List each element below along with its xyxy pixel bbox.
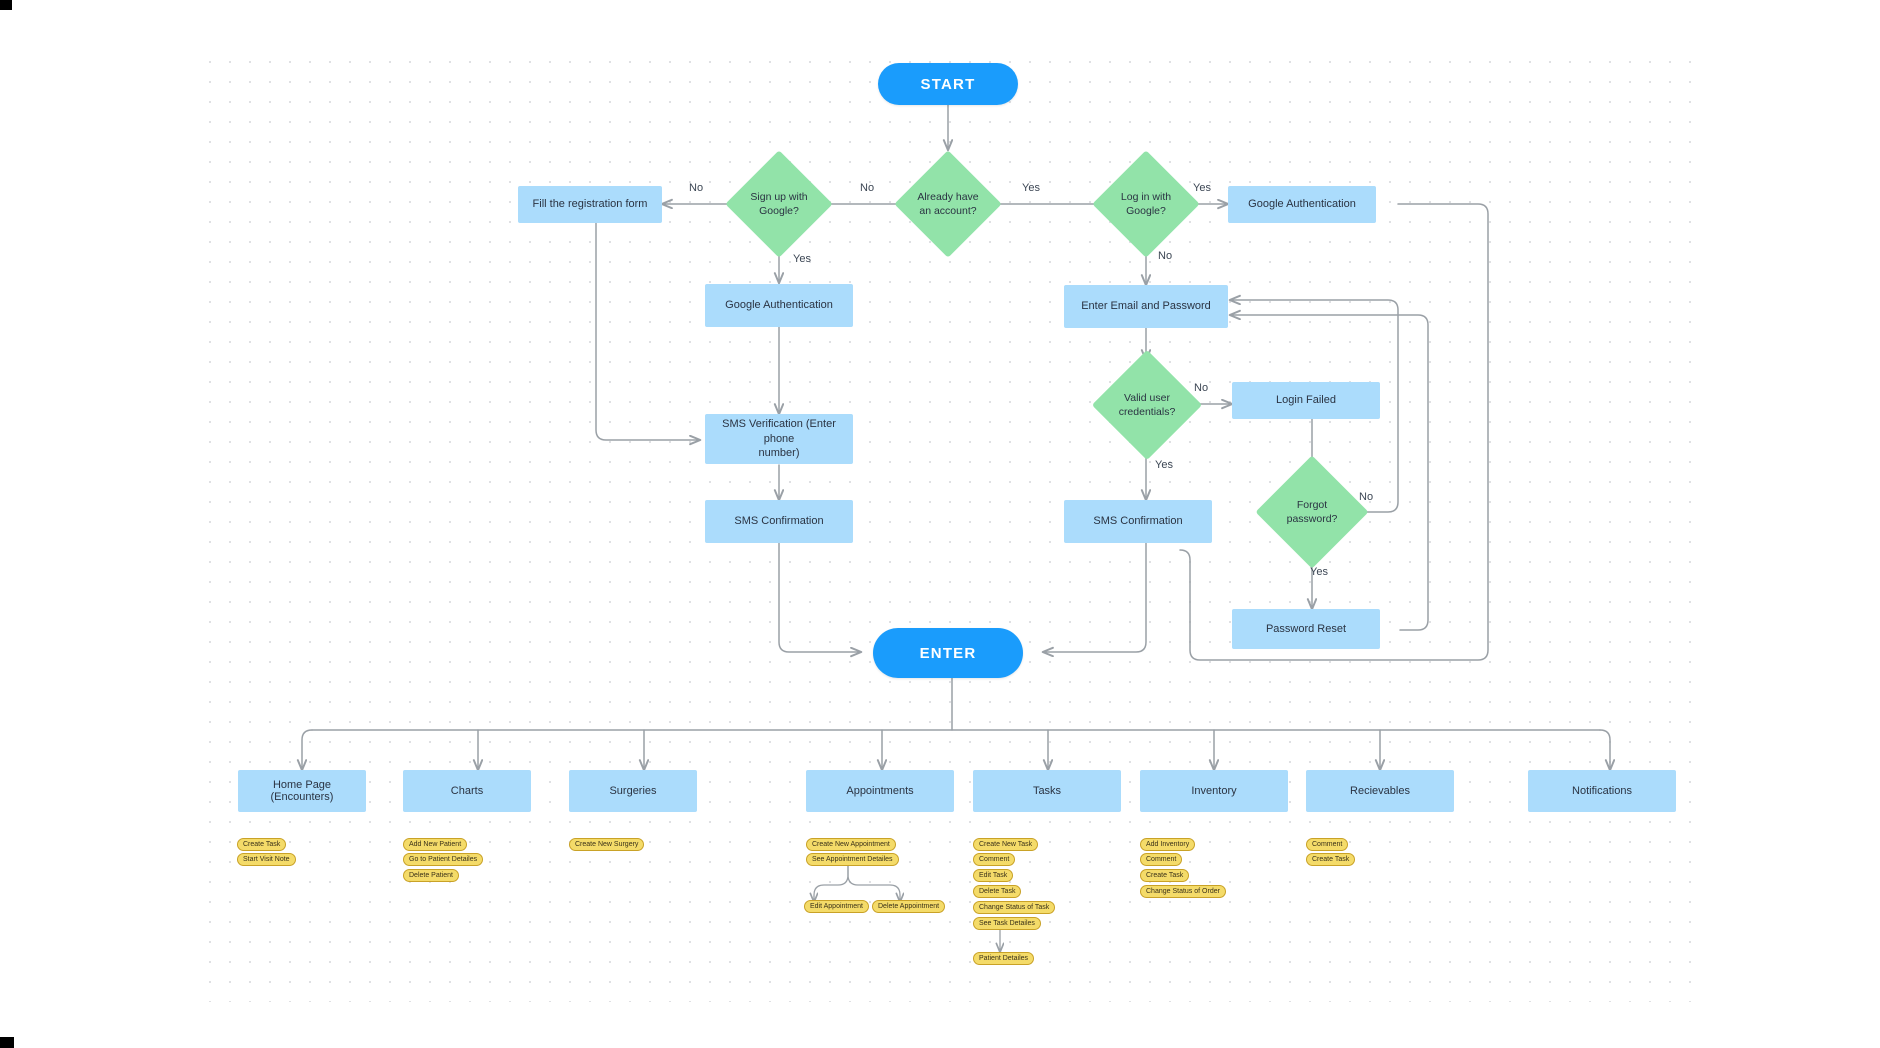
corner-marker-top-left <box>0 0 12 10</box>
module-surgeries[interactable]: Surgeries <box>569 770 697 812</box>
module-tasks[interactable]: Tasks <box>973 770 1121 812</box>
node-label-line1: Log in with <box>1120 190 1172 203</box>
node-label: Forgot password? <box>1272 472 1352 552</box>
module-appointments[interactable]: Appointments <box>806 770 954 812</box>
module-home-page-encounters[interactable]: Home Page (Encounters) <box>238 770 366 812</box>
node-label-line1: Valid user <box>1124 391 1170 404</box>
node-label: Log in with Google? <box>1108 166 1184 242</box>
module-inventory[interactable]: Inventory <box>1140 770 1288 812</box>
node-forgot-password[interactable]: Forgot password? <box>1255 455 1369 569</box>
node-sms-confirmation-right[interactable]: SMS Confirmation <box>1064 500 1212 543</box>
action-pill[interactable]: Delete Appointment <box>872 900 946 913</box>
action-pill[interactable]: Create Task <box>1306 853 1356 866</box>
action-pill[interactable]: Change Status of Task <box>973 901 1056 914</box>
node-label: SMS Verification (Enter phone number) <box>713 417 845 462</box>
action-pill[interactable]: Comment <box>1306 838 1349 851</box>
node-label-line2: an account? <box>919 205 977 217</box>
edge-label-signup-no: No <box>689 182 704 194</box>
edge-label-account-yes: Yes <box>1022 182 1040 194</box>
action-pill[interactable]: Patient Detailes <box>973 952 1035 965</box>
node-password-reset[interactable]: Password Reset <box>1232 609 1380 649</box>
edge-label-creds-yes: Yes <box>1155 459 1173 471</box>
node-enter[interactable]: ENTER <box>873 628 1023 678</box>
action-pill[interactable]: Create New Appointment <box>806 838 896 851</box>
node-valid-user-credentials[interactable]: Valid user credentials? <box>1091 349 1203 461</box>
node-label-line1: Forgot <box>1296 498 1328 511</box>
module-notifications[interactable]: Notifications <box>1528 770 1676 812</box>
action-pill[interactable]: Create Task <box>237 838 287 851</box>
edge-label-creds-no: No <box>1194 382 1209 394</box>
module-recievables[interactable]: Recievables <box>1306 770 1454 812</box>
node-label: Already have an account? <box>910 166 986 242</box>
edge-label-signup-yes: Yes <box>793 253 811 265</box>
action-pill[interactable]: Edit Appointment <box>804 900 869 913</box>
node-enter-email-and-password[interactable]: Enter Email and Password <box>1064 285 1228 328</box>
action-pill[interactable]: Comment <box>973 853 1016 866</box>
node-sms-confirmation-left[interactable]: SMS Confirmation <box>705 500 853 543</box>
action-pill[interactable]: Delete Patient <box>403 869 459 882</box>
node-label: Valid user credentials? <box>1108 366 1186 444</box>
node-log-in-with-google[interactable]: Log in with Google? <box>1092 150 1200 258</box>
node-label-line1: Sign up with <box>750 190 808 203</box>
node-sms-verification[interactable]: SMS Verification (Enter phone number) <box>705 414 853 464</box>
corner-marker-bottom-left <box>0 1037 14 1048</box>
action-pill[interactable]: Start Visit Note <box>237 853 296 866</box>
action-pill[interactable]: Delete Task <box>973 885 1022 898</box>
action-pill[interactable]: Edit Task <box>973 869 1014 882</box>
node-login-failed[interactable]: Login Failed <box>1232 382 1380 419</box>
node-label-line1: SMS Verification (Enter phone <box>722 417 836 445</box>
node-label-line2: Google? <box>759 205 799 217</box>
module-charts[interactable]: Charts <box>403 770 531 812</box>
edge-label-forgot-yes: Yes <box>1310 566 1328 578</box>
edge-label-login-google-no: No <box>1158 250 1173 262</box>
node-sign-up-with-google[interactable]: Sign up with Google? <box>725 150 833 258</box>
action-pill[interactable]: Create Task <box>1140 869 1190 882</box>
action-pill[interactable]: Go to Patient Detailes <box>403 853 484 866</box>
node-already-have-account[interactable]: Already have an account? <box>894 150 1002 258</box>
action-pill[interactable]: Create New Task <box>973 838 1039 851</box>
node-label-line2: password? <box>1286 513 1338 525</box>
action-pill[interactable]: See Task Detailes <box>973 917 1041 930</box>
action-pill[interactable]: Add New Patient <box>403 838 468 851</box>
action-pill[interactable]: Change Status of Order <box>1140 885 1226 898</box>
node-google-authentication-right[interactable]: Google Authentication <box>1228 186 1376 223</box>
node-fill-registration-form[interactable]: Fill the registration form <box>518 186 662 223</box>
edge-label-account-no: No <box>860 182 875 194</box>
action-pill[interactable]: See Appointment Detailes <box>806 853 899 866</box>
node-label: Sign up with Google? <box>741 166 817 242</box>
node-label-line2: number) <box>758 447 800 460</box>
node-google-authentication-left[interactable]: Google Authentication <box>705 284 853 327</box>
node-start[interactable]: START <box>878 63 1018 105</box>
edge-label-forgot-no: No <box>1359 491 1374 503</box>
node-label-line2: credentials? <box>1118 406 1176 418</box>
node-label-line2: Google? <box>1126 205 1166 217</box>
edge-label-login-google-yes: Yes <box>1193 182 1211 194</box>
action-pill[interactable]: Comment <box>1140 853 1183 866</box>
node-label-line1: Already have <box>917 190 979 203</box>
action-pill[interactable]: Create New Surgery <box>569 838 645 851</box>
action-pill[interactable]: Add Inventory <box>1140 838 1196 851</box>
